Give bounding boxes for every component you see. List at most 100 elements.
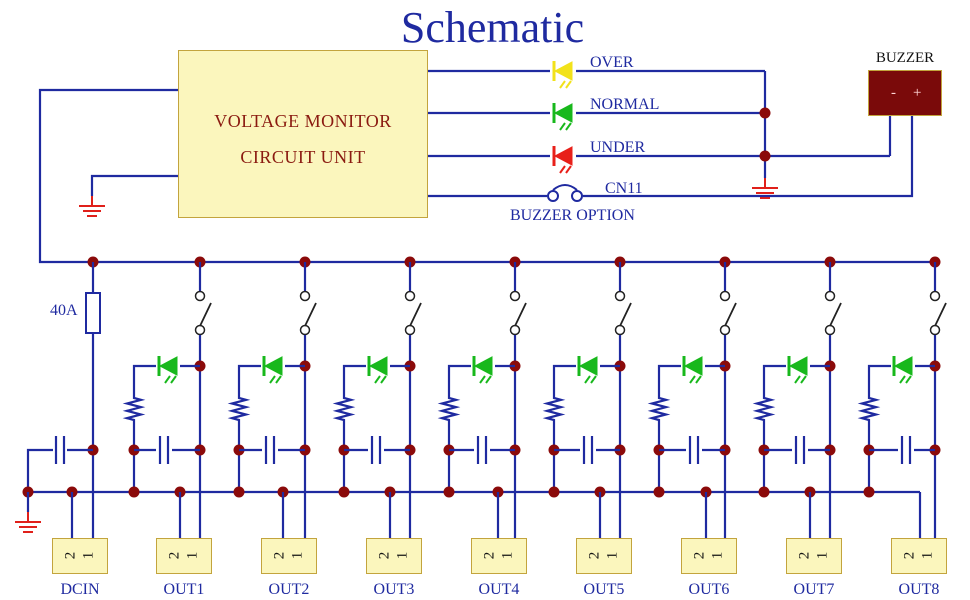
switch-icon — [194, 290, 206, 302]
output-led-icon — [170, 375, 177, 384]
connector-label: OUT1 — [163, 581, 205, 598]
switch-icon — [409, 302, 422, 327]
switch-icon — [194, 324, 206, 336]
junction-node — [233, 486, 245, 498]
switch-icon — [509, 290, 521, 302]
output-led-icon — [380, 375, 387, 384]
output-led-icon — [269, 375, 276, 384]
pin-1-label: 1 — [604, 551, 621, 560]
normal-led-icon — [553, 103, 573, 123]
output-led-icon — [275, 375, 282, 384]
pin-1-label: 1 — [814, 551, 831, 560]
over-led-icon — [565, 80, 572, 89]
junction-node — [759, 150, 771, 162]
switch-icon — [719, 290, 731, 302]
pin-2-label: 2 — [901, 551, 918, 560]
output-led-icon — [683, 356, 703, 376]
buzzer-title: BUZZER — [875, 50, 935, 66]
under-led-icon — [559, 165, 566, 174]
output-led-icon — [695, 375, 702, 384]
output-led-icon — [794, 375, 801, 384]
output-led-icon — [800, 375, 807, 384]
switch-icon — [404, 290, 416, 302]
resistor-icon — [332, 390, 356, 428]
switch-icon — [614, 324, 626, 336]
resistor-icon — [752, 390, 776, 428]
output-led-icon — [158, 356, 178, 376]
connector-label: OUT5 — [583, 581, 625, 598]
output-led-icon — [374, 375, 381, 384]
junction-node — [443, 486, 455, 498]
normal-led-icon — [565, 122, 572, 131]
pin-2-label: 2 — [796, 551, 813, 560]
output-led-icon — [584, 375, 591, 384]
junction-node — [338, 486, 350, 498]
pin-1-label: 1 — [80, 551, 97, 560]
switch-icon — [724, 302, 737, 327]
output-led-icon — [164, 375, 171, 384]
connector-label: OUT2 — [268, 581, 310, 598]
output-led-icon — [263, 356, 283, 376]
output-led-icon — [788, 356, 808, 376]
output-led-icon — [479, 375, 486, 384]
pin-2-label: 2 — [376, 551, 393, 560]
resistor-icon — [227, 390, 251, 428]
voltage-monitor-unit: VOLTAGE MONITOR CIRCUIT UNIT — [178, 50, 428, 218]
buzzer-plus-sign: + — [913, 85, 922, 101]
over-label: OVER — [590, 54, 634, 71]
pin-1-label: 1 — [394, 551, 411, 560]
monitor-label-line1: VOLTAGE MONITOR — [214, 111, 392, 131]
junction-node — [759, 107, 771, 119]
wire — [132, 364, 156, 390]
wire — [657, 364, 681, 390]
resistor-icon — [437, 390, 461, 428]
pin-2-label: 2 — [166, 551, 183, 560]
fuse-icon — [85, 292, 101, 334]
switch-icon — [929, 290, 941, 302]
buzzer-option-label: BUZZER OPTION — [510, 207, 635, 224]
output-led-icon — [893, 356, 913, 376]
connector-label: OUT3 — [373, 581, 415, 598]
switch-icon — [304, 302, 317, 327]
output-led-icon — [689, 375, 696, 384]
pin-1-label: 1 — [919, 551, 936, 560]
wire — [762, 364, 786, 390]
switch-icon — [299, 290, 311, 302]
fuse-rating-label: 40A — [50, 302, 78, 319]
switch-icon — [199, 302, 212, 327]
junction-node — [653, 486, 665, 498]
pin-2-label: 2 — [271, 551, 288, 560]
monitor-label-line2: CIRCUIT UNIT — [240, 147, 366, 167]
wire — [237, 364, 261, 390]
output-led-icon — [590, 375, 597, 384]
wire — [867, 364, 891, 390]
wire — [26, 448, 53, 492]
cn11-pin-icon — [547, 190, 559, 202]
ground-wire — [90, 174, 178, 196]
switch-icon — [934, 302, 947, 327]
page-title: Schematic — [400, 3, 585, 52]
output-led-icon — [368, 356, 388, 376]
pin-1-label: 1 — [184, 551, 201, 560]
under-led-icon — [565, 165, 572, 174]
normal-led-icon — [559, 122, 566, 131]
output-led-icon — [899, 375, 906, 384]
connector-label: OUT8 — [898, 581, 940, 598]
bus-wire — [38, 88, 935, 264]
junction-node — [128, 486, 140, 498]
junction-node — [863, 486, 875, 498]
resistor-icon — [647, 390, 671, 428]
resistor-icon — [542, 390, 566, 428]
connector-label: OUT4 — [478, 581, 520, 598]
junction-node — [758, 486, 770, 498]
output-led-icon — [485, 375, 492, 384]
